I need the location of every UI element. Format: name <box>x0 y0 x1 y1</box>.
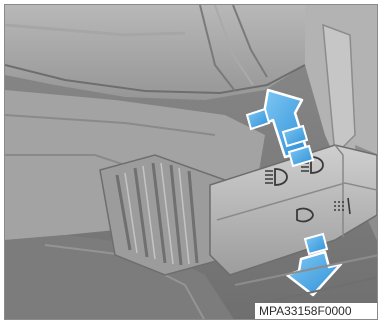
figure-code-label: MPA33158F0000 <box>255 303 377 319</box>
illustration-frame: MPA33158F0000 <box>4 4 378 320</box>
lever-boot <box>100 155 225 275</box>
steering-column-illustration <box>5 5 378 320</box>
